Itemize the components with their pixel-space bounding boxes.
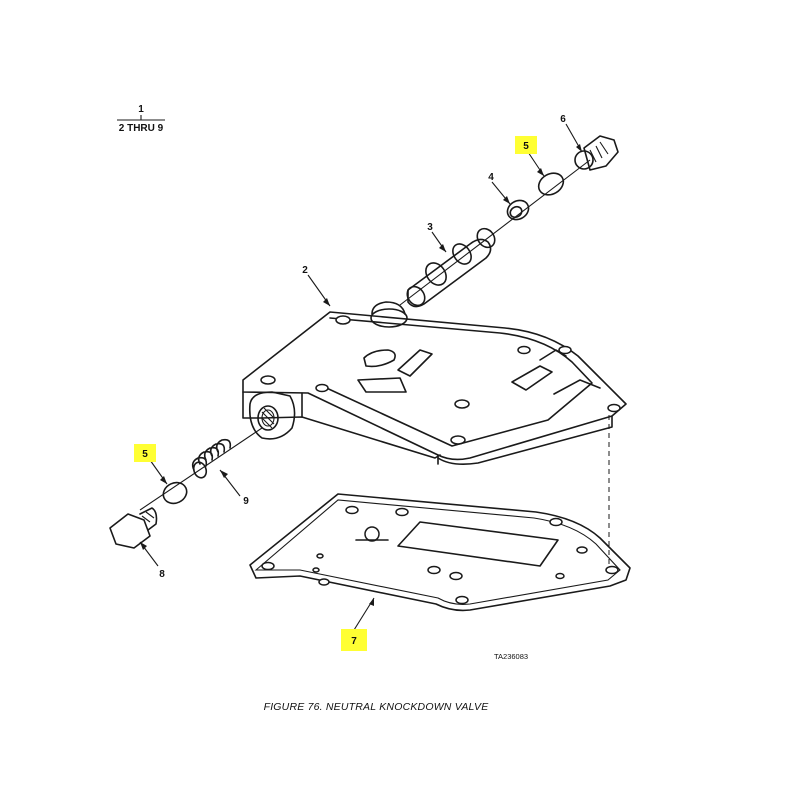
callout-5-upper: 5: [523, 141, 529, 152]
plug-lower: [109, 507, 158, 549]
packing-lower: [162, 481, 188, 505]
plug-upper: [574, 135, 619, 171]
callout-8: 8: [159, 569, 165, 580]
callout-6: 6: [560, 114, 566, 125]
highlight-callout-5-upper: [515, 136, 537, 154]
legend-bottom: 2 THRU 9: [119, 123, 164, 134]
art-number: TA236083: [494, 652, 528, 661]
callout-5-lower: 5: [142, 449, 148, 460]
legend-top: 1: [138, 104, 144, 115]
assembly-axis-upper: [399, 159, 591, 306]
assembly-legend: 1 2 THRU 9: [117, 104, 165, 134]
callout-3: 3: [427, 222, 433, 233]
figure-caption: FIGURE 76. NEUTRAL KNOCKDOWN VALVE: [264, 701, 490, 713]
callout-7: 7: [351, 636, 357, 647]
callout-2: 2: [302, 265, 308, 276]
callout-leaders: [139, 123, 583, 631]
callout-4: 4: [488, 172, 494, 183]
assembly-axis-lower: [139, 427, 263, 511]
callout-9: 9: [243, 496, 249, 507]
spring: [191, 438, 232, 479]
packing-upper: [537, 172, 565, 196]
valve-spool: [406, 227, 496, 308]
gasket: [249, 493, 631, 612]
highlight-callout-7: [341, 629, 367, 651]
washer: [506, 199, 530, 221]
highlight-callout-5-lower: [134, 444, 156, 462]
valve-body: [242, 301, 627, 465]
